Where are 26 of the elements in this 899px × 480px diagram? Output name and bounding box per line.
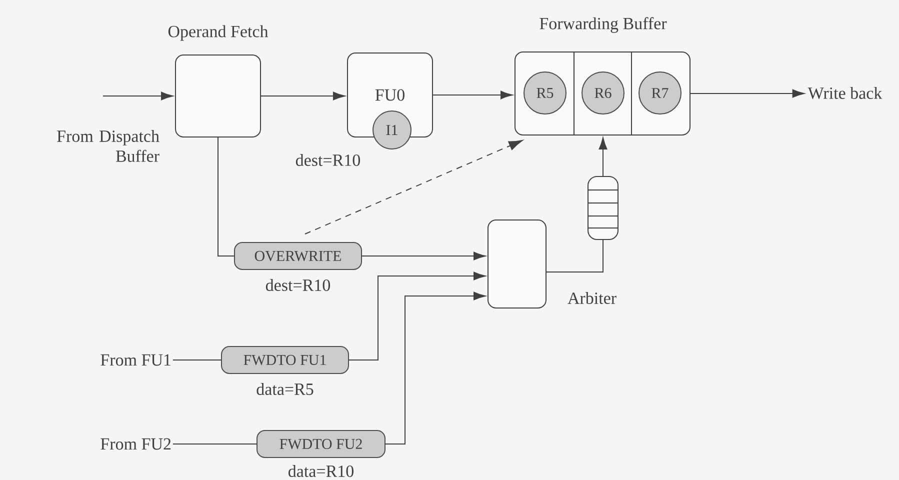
- arrow: [690, 89, 804, 98]
- arrow: [385, 292, 486, 444]
- field-label: dest=R10: [266, 279, 330, 291]
- arrow: [598, 137, 608, 176]
- connector-line: [546, 240, 604, 272]
- arrow: [102, 92, 174, 100]
- queue-symbol: [588, 176, 618, 240]
- field-label: data=R10: [288, 465, 354, 477]
- box-title: Operand Fetch: [168, 25, 268, 41]
- arrow: [260, 92, 346, 100]
- arrow: [432, 90, 513, 100]
- box-title: Arbiter: [568, 292, 616, 304]
- message-pill: OVERWRITE: [234, 242, 362, 270]
- arrow: [348, 272, 486, 360]
- field-label: dest=R10: [296, 154, 360, 166]
- source-label: Write back: [808, 86, 882, 100]
- field-label: data=R5: [256, 383, 314, 395]
- box-title: Forwarding Buffer: [540, 17, 667, 33]
- source-label: From FU1: [100, 354, 170, 366]
- arrow: [304, 140, 523, 234]
- arrow: [362, 252, 486, 260]
- connector-line: [218, 137, 234, 256]
- message-pill: FWDTO FU1: [221, 346, 349, 374]
- source-label: From FU2: [100, 438, 171, 450]
- source-label: From Dispatch Buffer: [57, 130, 160, 162]
- message-pill: FWDTO FU2: [256, 430, 386, 458]
